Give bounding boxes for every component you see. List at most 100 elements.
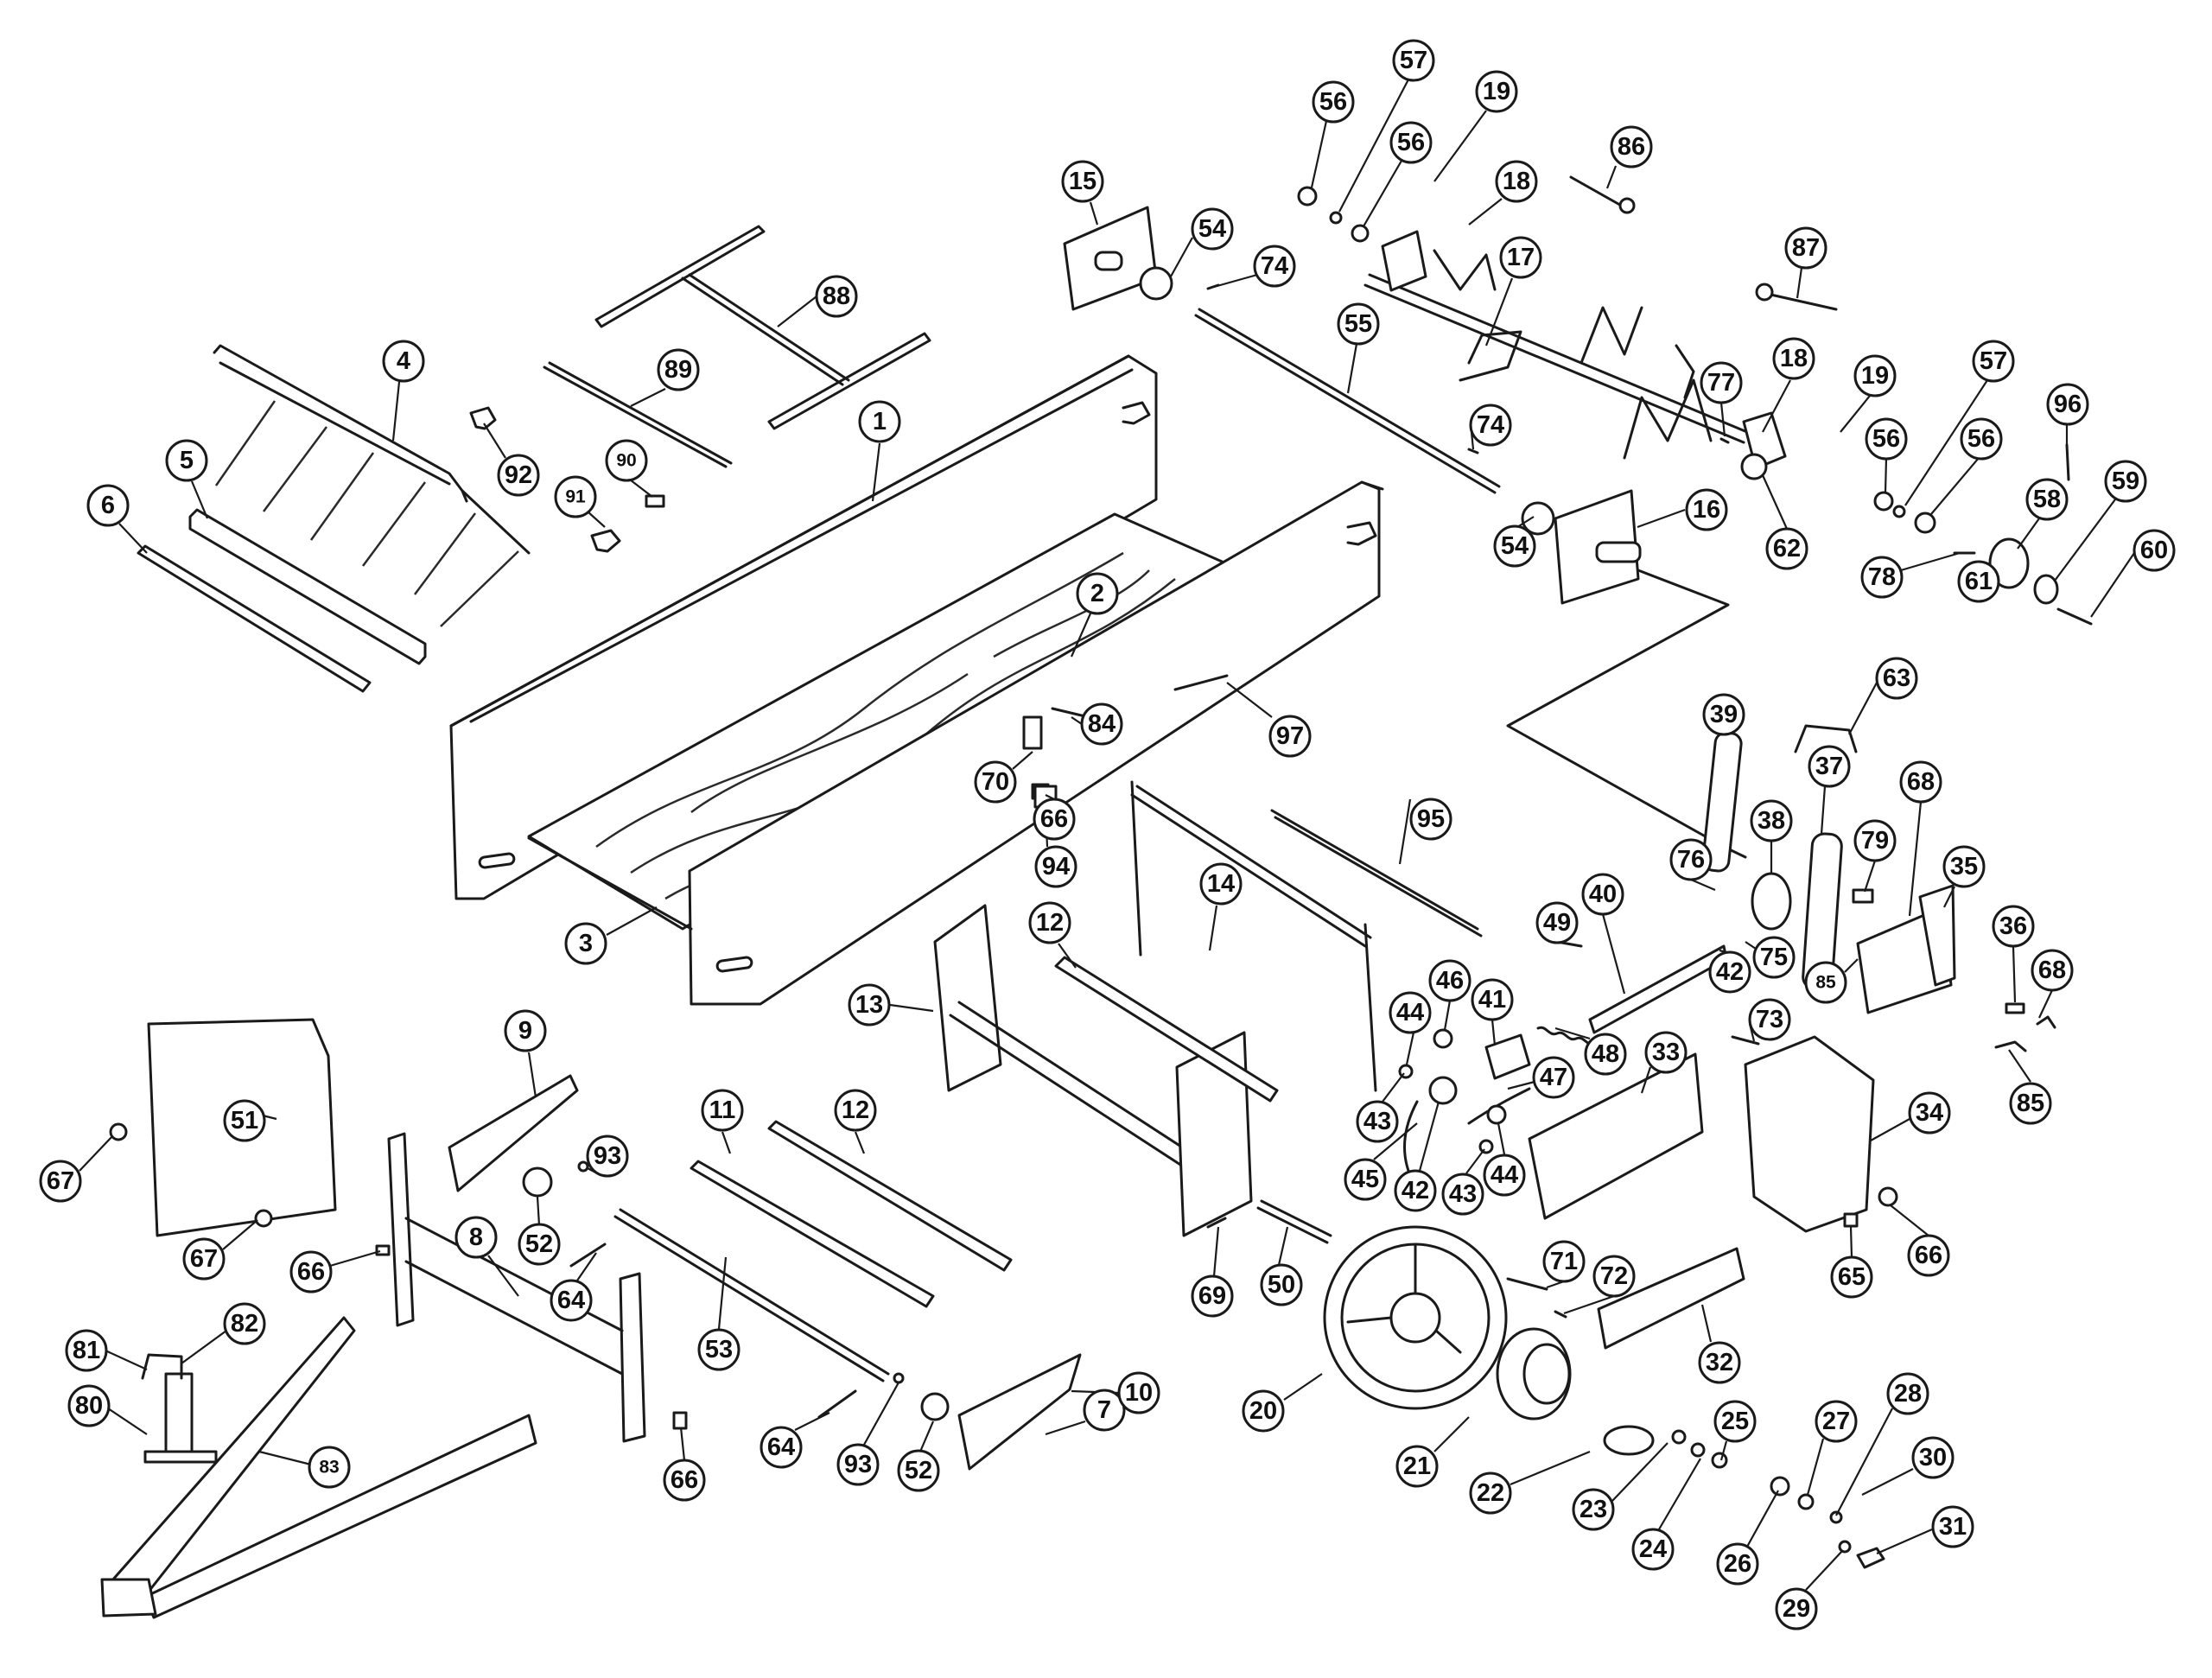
callout-circle	[1875, 657, 1918, 700]
callout-22: 22	[1469, 1471, 1512, 1515]
callout-number: 94	[1042, 853, 1070, 880]
callout-1: 1	[858, 400, 901, 443]
callout-number: 15	[1069, 168, 1096, 195]
callout-70: 70	[974, 760, 1017, 804]
callout-25: 25	[1713, 1400, 1757, 1443]
callout-circle	[1685, 488, 1728, 531]
callout-circle	[1702, 693, 1745, 736]
callout-number: 66	[297, 1258, 325, 1286]
callout-circle	[564, 922, 607, 965]
callout-72: 72	[1592, 1255, 1636, 1298]
callout-number: 84	[1088, 710, 1116, 738]
callout-circle	[1337, 302, 1380, 346]
callout-circle	[1312, 80, 1355, 124]
callout-19: 19	[1853, 354, 1897, 397]
callout-number: 44	[1396, 999, 1424, 1027]
callout-circle	[1572, 1488, 1615, 1531]
callout-circle	[848, 983, 891, 1027]
callout-97: 97	[1268, 715, 1312, 758]
callout-10: 10	[1117, 1371, 1160, 1414]
callout-4: 4	[382, 340, 425, 383]
callout-circle	[39, 1160, 82, 1203]
callout-53: 53	[697, 1328, 741, 1371]
callout-79: 79	[1853, 819, 1897, 862]
callout-circle	[1389, 991, 1432, 1034]
callout-90: 90	[605, 439, 648, 482]
callout-9: 9	[504, 1009, 547, 1052]
callout-number: 66	[671, 1466, 698, 1494]
callout-number: 50	[1268, 1271, 1295, 1299]
callout-13: 13	[848, 983, 891, 1027]
callout-14: 14	[1199, 862, 1243, 906]
callout-number: 76	[1677, 846, 1705, 874]
callout-18: 18	[1495, 160, 1538, 203]
callout-56: 56	[1960, 417, 2003, 461]
callout-number: 70	[982, 768, 1009, 796]
callout-76: 76	[1669, 838, 1713, 881]
callout-circle	[1483, 1154, 1526, 1197]
callout-circle	[1395, 1445, 1439, 1488]
callout-66: 66	[1033, 798, 1076, 841]
callout-number: 67	[47, 1167, 74, 1195]
callout-circle	[657, 348, 700, 391]
callout-81: 81	[65, 1329, 108, 1372]
callout-circle	[1581, 873, 1624, 916]
callout-number: 68	[2038, 957, 2066, 984]
callout-39: 39	[1702, 693, 1745, 736]
callout-number: 56	[1967, 425, 1995, 453]
callout-number: 25	[1721, 1408, 1749, 1435]
callout-number: 16	[1693, 496, 1720, 524]
callout-circle	[1815, 1400, 1858, 1443]
callout-circle	[289, 1250, 333, 1293]
callout-circle	[1992, 905, 2035, 948]
callout-circle	[1610, 125, 1653, 168]
callout-24: 24	[1631, 1528, 1675, 1571]
callout-number: 80	[75, 1392, 103, 1420]
callout-number: 81	[73, 1337, 100, 1364]
callout-circle	[2133, 529, 2176, 572]
callout-15: 15	[1061, 160, 1104, 203]
callout-circle	[2009, 1082, 2052, 1125]
callout-17: 17	[1499, 236, 1542, 279]
callout-circle	[1750, 799, 1793, 842]
callout-84: 84	[1080, 702, 1123, 746]
callout-circle	[1804, 961, 1847, 1004]
callout-circle	[1441, 1173, 1484, 1216]
callout-52: 52	[518, 1223, 561, 1266]
callout-circle	[2025, 478, 2069, 521]
callout-circle	[1028, 901, 1071, 944]
callout-circle	[182, 1237, 226, 1281]
callout-number: 75	[1760, 944, 1788, 971]
callout-circle	[605, 439, 648, 482]
callout-48: 48	[1584, 1033, 1627, 1076]
callout-circle	[1542, 1240, 1586, 1283]
callout-number: 23	[1580, 1496, 1607, 1523]
callout-circle	[897, 1449, 940, 1492]
callout-circle	[1775, 1587, 1818, 1630]
callout-circle	[1061, 160, 1104, 203]
callout-number: 73	[1756, 1006, 1783, 1033]
callout-number: 43	[1363, 1108, 1391, 1135]
callout-45: 45	[1344, 1158, 1387, 1201]
part-55-shaft	[1194, 308, 1501, 494]
callout-circle	[497, 454, 540, 497]
callout-number: 56	[1397, 129, 1425, 156]
hardware-upper-right	[1297, 186, 2093, 753]
callout-number: 2	[1090, 580, 1104, 607]
callout-number: 61	[1965, 568, 1993, 595]
callout-circle	[1469, 404, 1512, 447]
callout-16: 16	[1685, 488, 1728, 531]
callout-circle	[701, 1089, 744, 1132]
callout-number: 64	[767, 1433, 795, 1461]
callout-circle	[1344, 1158, 1387, 1201]
callout-number: 71	[1550, 1248, 1578, 1275]
callout-38: 38	[1750, 799, 1793, 842]
callout-number: 32	[1706, 1349, 1733, 1376]
callout-3: 3	[564, 922, 607, 965]
callout-number: 64	[557, 1287, 585, 1314]
callout-circle	[1960, 417, 2003, 461]
callout-number: 91	[565, 487, 586, 507]
callout-circle	[1493, 524, 1536, 568]
callout-8: 8	[454, 1216, 498, 1259]
